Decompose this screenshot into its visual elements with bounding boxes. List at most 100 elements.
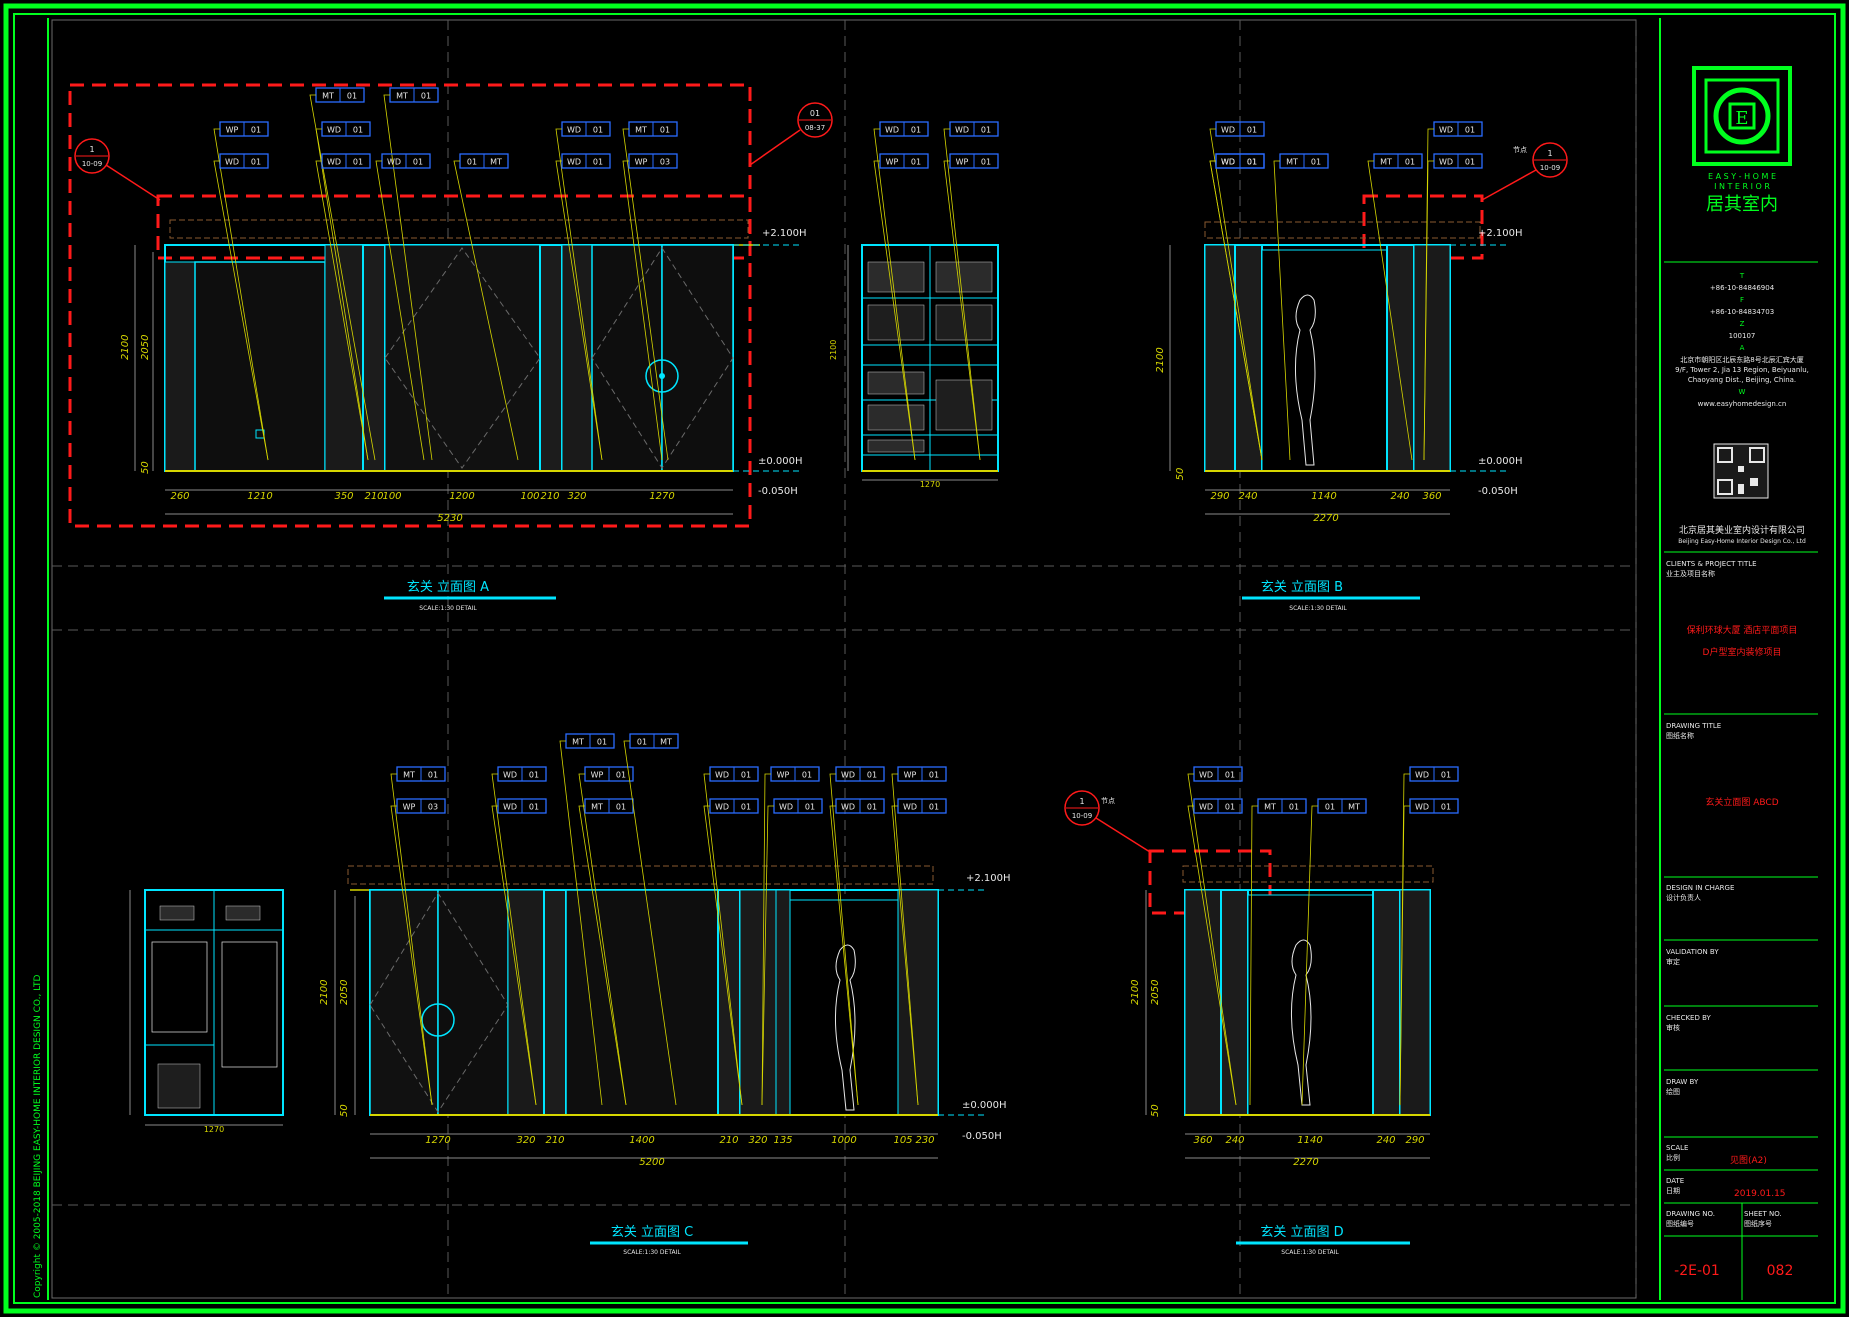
svg-text:节点: 节点 [1101,797,1115,805]
material-code: WD [1415,771,1429,780]
material-number: 01 [616,803,626,812]
material-code: WD [885,126,899,135]
material-number: 01 [347,92,357,101]
level-zero-b: ±0.000H [1478,456,1523,467]
material-code: WD [327,158,341,167]
material-code: WD [1221,158,1235,167]
company-en: Beijing Easy-Home Interior Design Co., L… [1678,538,1806,545]
inner-frame [13,13,1836,1304]
svg-text:北京市朝阳区北辰东路8号北辰汇宾大厦: 北京市朝阳区北辰东路8号北辰汇宾大厦 [1680,355,1803,364]
svg-text:1270: 1270 [204,1125,224,1134]
material-tag: WD 01 [829,766,885,1106]
material-number: 01 [1465,126,1475,135]
callout-a-right[interactable]: 01 08-37 [749,102,833,166]
material-code: WD [567,158,581,167]
callout-a-left[interactable]: 1 10-09 [74,138,161,201]
svg-text:见图(A2): 见图(A2) [1730,1155,1767,1166]
svg-text:DESIGN IN CHARGE: DESIGN IN CHARGE [1666,884,1734,892]
material-code: WD [1221,158,1235,167]
svg-text:240: 240 [1376,1135,1395,1146]
material-number: 01 [593,126,603,135]
svg-text:01: 01 [810,109,820,118]
material-number: 01 [1225,771,1235,780]
level-top-c: +2.100H [966,873,1011,884]
material-code: MT [1380,158,1392,167]
material-code: WD [503,803,517,812]
svg-text:玄关立面图 ABCD: 玄关立面图 ABCD [1705,796,1778,808]
elevation-a: +2.100H ±0.000H -0.050H 260 1210 350 210… [68,83,807,528]
elevation-d: 360 240 1140 240 290 2270 2100 2050 50 [1130,849,1434,1168]
callout-d-left[interactable]: 1 10-09 节点 [1064,790,1151,853]
dim-a-7: 100 [520,491,539,502]
material-number: 03 [660,158,670,167]
material-code: WP [886,158,899,167]
material-number: 01 [741,803,751,812]
material-number: 01 [529,771,539,780]
svg-text:2050: 2050 [339,980,350,1005]
level-top-b: +2.100H [1478,228,1523,239]
view-title-b: 玄关 立面图 B SCALE:1:30 DETAIL [1242,580,1420,612]
svg-text:1140: 1140 [1311,491,1336,502]
material-number: 01 [741,771,751,780]
svg-text:D户型室内装修项目: D户型室内装修项目 [1703,646,1782,658]
material-code: WP [403,803,416,812]
svg-text:W: W [1739,388,1746,396]
svg-text:100107: 100107 [1729,332,1756,340]
callout-b-right[interactable]: 1 10-09 节点 [1481,142,1568,201]
material-number: 01 [867,803,877,812]
material-tag: WD 01 [555,121,611,461]
svg-text:240: 240 [1225,1135,1244,1146]
svg-text:2100: 2100 [829,340,838,360]
material-tag: WP 01 [873,153,929,461]
material-code: WD [841,803,855,812]
material-number: 01 [353,126,363,135]
material-number: 01 [911,158,921,167]
dim-a-2: 1210 [247,491,272,502]
svg-text:VALIDATION BY: VALIDATION BY [1666,948,1719,956]
material-number: 01 [413,158,423,167]
svg-text:360: 360 [1422,491,1441,502]
outer-frame [3,3,1846,1314]
svg-text:DRAWING TITLE: DRAWING TITLE [1666,722,1721,730]
material-number: 01 [1225,803,1235,812]
material-tag: WD 01 [873,121,929,461]
drawing-number: -2E-01 [1674,1263,1720,1279]
view-title-c: 玄关 立面图 C SCALE:1:30 DETAIL [590,1225,748,1256]
svg-text:SCALE:1:30 DETAIL: SCALE:1:30 DETAIL [419,605,477,612]
level-zero-c: ±0.000H [962,1100,1007,1111]
material-code: MT [1264,803,1276,812]
svg-text:SCALE:1:30 DETAIL: SCALE:1:30 DETAIL [623,1249,681,1256]
svg-text:1270: 1270 [425,1135,450,1146]
svg-text:230: 230 [915,1135,934,1146]
level-zero-a: ±0.000H [758,456,803,467]
svg-text:F: F [1740,296,1744,304]
svg-text:Z: Z [1740,320,1745,328]
svg-text:T: T [1739,272,1745,280]
material-code: WP [591,771,604,780]
material-number: 01 [251,158,261,167]
svg-text:2100: 2100 [1130,980,1141,1005]
svg-text:比例: 比例 [1666,1153,1680,1162]
material-number: 01 [251,126,261,135]
svg-text:135: 135 [773,1135,792,1146]
svg-text:玄关 立面图 D: 玄关 立面图 D [1260,1225,1343,1240]
material-number: 01 [1311,158,1321,167]
svg-text:绘图: 绘图 [1666,1087,1680,1096]
